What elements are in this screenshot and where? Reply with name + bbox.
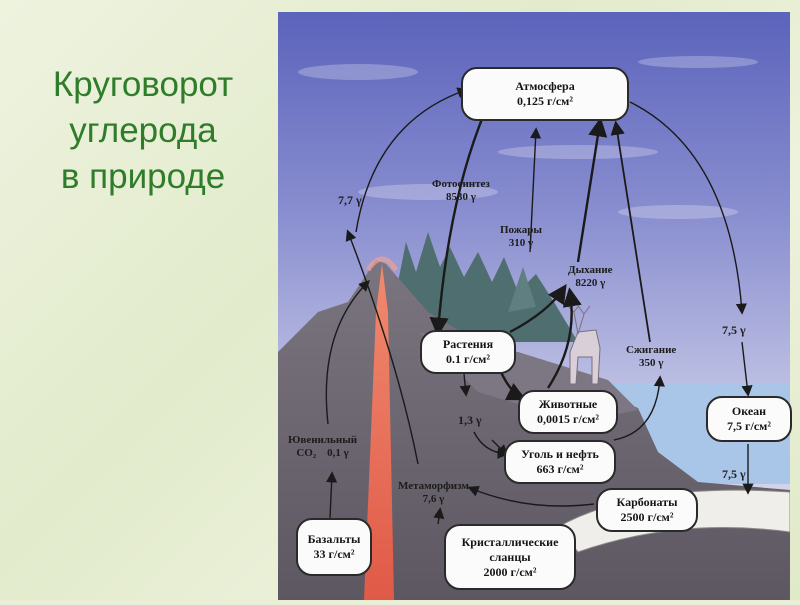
- combustion-label: Сжигание 350 γ: [626, 344, 676, 370]
- coal-oil-value: 663 г/см²: [537, 462, 584, 477]
- juvenile-formula: CO₂: [296, 447, 316, 459]
- plants-box: Растения 0.1 г/см²: [420, 330, 516, 374]
- animals-value: 0,0015 г/см²: [537, 412, 599, 427]
- ocean-value: 7,5 г/см²: [727, 419, 771, 434]
- ocean-box: Океан 7,5 г/см²: [706, 396, 792, 442]
- ocean-name: Океан: [732, 404, 766, 419]
- fires-label: Пожары 310 γ: [500, 224, 542, 250]
- atmosphere-name: Атмосфера: [515, 79, 574, 94]
- respiration-name: Дыхание: [568, 264, 613, 277]
- ocean-in-flow-label: 7,5 γ: [722, 324, 746, 337]
- combustion-name: Сжигание: [626, 344, 676, 357]
- juvenile-value: 0,1 γ: [327, 447, 349, 459]
- basalts-value: 33 г/см²: [314, 547, 355, 562]
- coal-oil-box: Уголь и нефть 663 г/см²: [504, 440, 616, 484]
- juvenile-label: Ювенильный CO₂ 0,1 γ: [288, 434, 357, 460]
- carbonates-name: Карбонаты: [617, 495, 678, 510]
- carbonates-box: Карбонаты 2500 г/см²: [596, 488, 698, 532]
- metamorphism-name: Метаморфизм: [398, 480, 469, 493]
- photosynthesis-value: 8530 γ: [432, 191, 490, 204]
- fires-value: 310 γ: [500, 237, 542, 250]
- plants-value: 0.1 г/см²: [446, 352, 490, 367]
- basalts-name: Базальты: [308, 532, 361, 547]
- ocean-out-flow-label: 7,5 γ: [722, 468, 746, 481]
- juvenile-formula-row: CO₂ 0,1 γ: [288, 447, 357, 460]
- atmosphere-value: 0,125 г/см²: [517, 94, 573, 109]
- respiration-value: 8220 γ: [568, 277, 613, 290]
- basalts-box: Базальты 33 г/см²: [296, 518, 372, 576]
- plants-name: Растения: [443, 337, 493, 352]
- carbonates-value: 2500 г/см²: [621, 510, 674, 525]
- schists-name: Кристаллические сланцы: [462, 535, 559, 565]
- slide-title: Круговорот углерода в природе: [28, 62, 258, 200]
- schists-value: 2000 г/см²: [484, 565, 537, 580]
- carbon-cycle-diagram: Атмосфера 0,125 г/см² Растения 0.1 г/см²…: [278, 12, 790, 600]
- volcanic-flow-label: 7,7 γ: [338, 194, 362, 207]
- juvenile-name: Ювенильный: [288, 434, 357, 447]
- metamorphism-label: Метаморфизм 7,6 γ: [398, 480, 469, 506]
- photosynthesis-name: Фотосинтез: [432, 178, 490, 191]
- combustion-value: 350 γ: [626, 357, 676, 370]
- schists-box: Кристаллические сланцы 2000 г/см²: [444, 524, 576, 590]
- metamorphism-value: 7,6 γ: [398, 493, 469, 506]
- photosynthesis-label: Фотосинтез 8530 γ: [432, 178, 490, 204]
- coal-oil-name: Уголь и нефть: [521, 447, 599, 462]
- animals-name: Животные: [539, 397, 598, 412]
- respiration-label: Дыхание 8220 γ: [568, 264, 613, 290]
- animals-box: Животные 0,0015 г/см²: [518, 390, 618, 434]
- burial-flow-label: 1,3 γ: [458, 414, 482, 427]
- fires-name: Пожары: [500, 224, 542, 237]
- atmosphere-box: Атмосфера 0,125 г/см²: [461, 67, 629, 121]
